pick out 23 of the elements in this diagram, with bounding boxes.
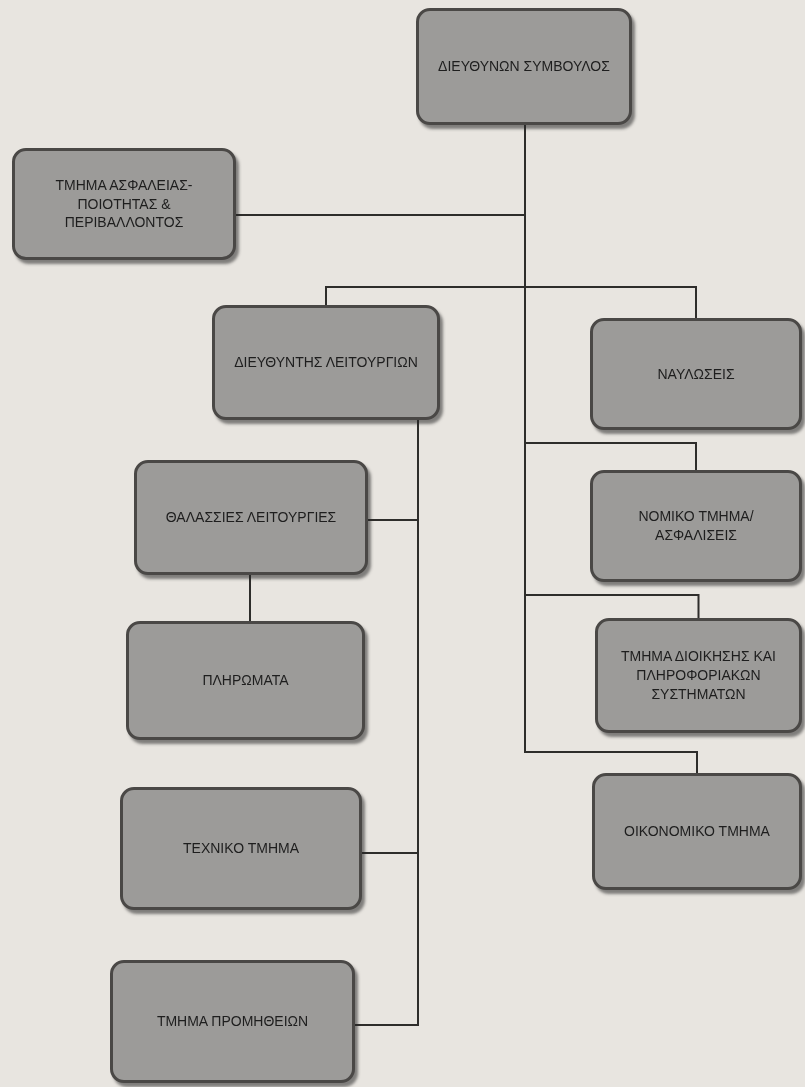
org-unit-box bbox=[595, 618, 802, 733]
org-unit-box bbox=[592, 773, 802, 890]
unit-name: ΔΙΕΥΘΥΝΤΗΣ ΛΕΙΤΟΥΡΓΙΩΝ bbox=[234, 353, 418, 372]
org-unit-box bbox=[12, 148, 236, 260]
org-unit-box bbox=[590, 470, 802, 582]
unit-name: ΔΙΕΥΘΥΝΩΝ ΣΥΜΒΟΥΛΟΣ bbox=[438, 57, 610, 76]
unit-name: ΝΑΥΛΩΣΕΙΣ bbox=[657, 364, 735, 384]
org-unit-box bbox=[416, 8, 632, 125]
unit-name: ΤΕΧΝΙΚΟ ΤΜΗΜΑ bbox=[183, 839, 299, 858]
connector-line bbox=[249, 574, 251, 622]
unit-name: ΤΜΗΜΑ ΠΡΟΜΗΘΕΙΩΝ bbox=[156, 1012, 309, 1031]
org-unit-box bbox=[590, 318, 802, 430]
unit-name: ΤΜΗΜΑ ΔΙΟΙΚΗΣΗΣ ΚΑΙ ΠΛΗΡΟΦΟΡΙΑΚΩΝ ΣΥΣΤΗΜΑΤΩΝ bbox=[620, 647, 777, 704]
org-unit-box bbox=[110, 960, 355, 1083]
org-unit-box bbox=[126, 621, 365, 740]
unit-name: ΟΙΚΟΝΟΜΙΚΟ ΤΜΗΜΑ bbox=[624, 822, 770, 841]
unit-name: ΠΛΗΡΩΜΑΤΑ bbox=[202, 671, 289, 690]
org-unit-box bbox=[134, 460, 368, 575]
unit-name: ΝΟΜΙΚΟ ΤΜΗΜΑ/ ΑΣΦΑΛΙΣΕΙΣ bbox=[637, 507, 755, 545]
unit-name: ΘΑΛΑΣΣΙΕΣ ΛΕΙΤΟΥΡΓΙΕΣ bbox=[165, 508, 337, 527]
org-unit-box bbox=[120, 787, 362, 910]
org-unit-box bbox=[212, 305, 440, 420]
unit-name: ΤΜΗΜΑ ΑΣΦΑΛΕΙΑΣ- ΠΟΙΟΤΗΤΑΣ & ΠΕΡΙΒΑΛΛΟΝΤΟΣ bbox=[54, 175, 194, 233]
